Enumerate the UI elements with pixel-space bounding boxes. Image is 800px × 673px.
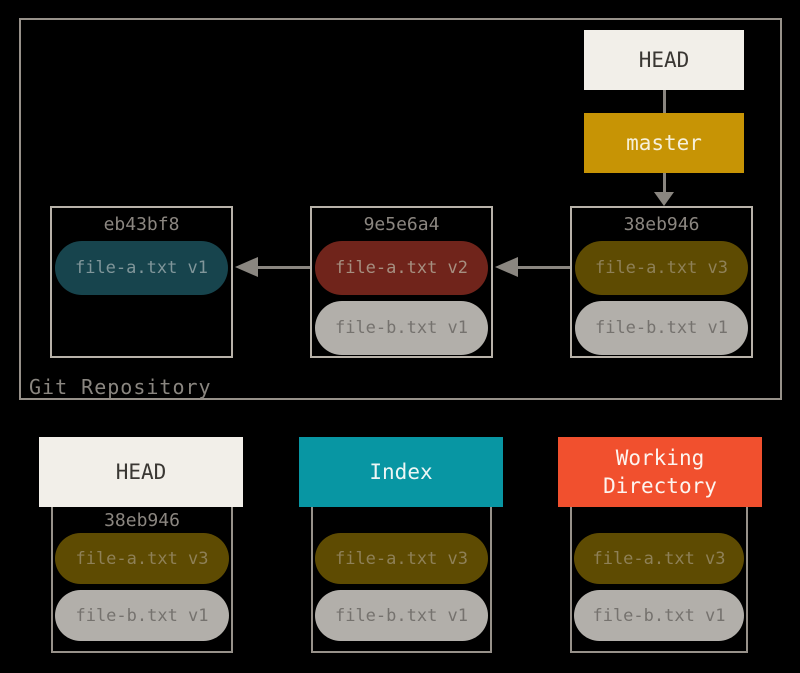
head-to-master-line (663, 90, 666, 113)
arrow-left-icon (495, 257, 518, 277)
arrow-down-icon (654, 192, 674, 206)
file-pill: file-a.txt v1 (55, 241, 228, 295)
file-pill: file-b.txt v1 (575, 301, 748, 355)
git-repository-label: Git Repository (29, 375, 212, 399)
head-tree-box: 38eb946 file-a.txt v3 file-b.txt v1 (51, 470, 233, 653)
commit3-to-commit2-line (516, 266, 570, 269)
commit-hash: 38eb946 (623, 214, 700, 235)
file-pill: file-a.txt v3 (55, 533, 229, 584)
git-repository-box (19, 18, 782, 400)
arrow-left-icon (235, 257, 258, 277)
working-directory-tree-header: Working Directory (558, 437, 762, 507)
commit-box-9e5e6a4: 9e5e6a4 file-a.txt v2 file-b.txt v1 (310, 206, 493, 358)
file-pill: file-b.txt v1 (574, 590, 744, 641)
master-to-commit-line (663, 173, 666, 194)
commit-hash: 9e5e6a4 (363, 214, 440, 235)
file-pill: file-a.txt v3 (575, 241, 748, 295)
head-ref-box: HEAD (584, 30, 744, 90)
tree-hash: 38eb946 (104, 510, 180, 531)
file-pill: file-a.txt v3 (574, 533, 744, 584)
file-pill: file-a.txt v2 (315, 241, 488, 295)
commit-hash: eb43bf8 (103, 214, 180, 235)
master-branch-box: master (584, 113, 744, 173)
file-pill: file-b.txt v1 (55, 590, 229, 641)
commit-box-38eb946: 38eb946 file-a.txt v3 file-b.txt v1 (570, 206, 753, 358)
commit2-to-commit1-line (256, 266, 310, 269)
file-pill: file-a.txt v3 (315, 533, 488, 584)
head-tree-header: HEAD (39, 437, 243, 507)
index-tree-header: Index (299, 437, 503, 507)
file-pill: file-b.txt v1 (315, 590, 488, 641)
commit-box-eb43bf8: eb43bf8 file-a.txt v1 (50, 206, 233, 358)
file-pill: file-b.txt v1 (315, 301, 488, 355)
